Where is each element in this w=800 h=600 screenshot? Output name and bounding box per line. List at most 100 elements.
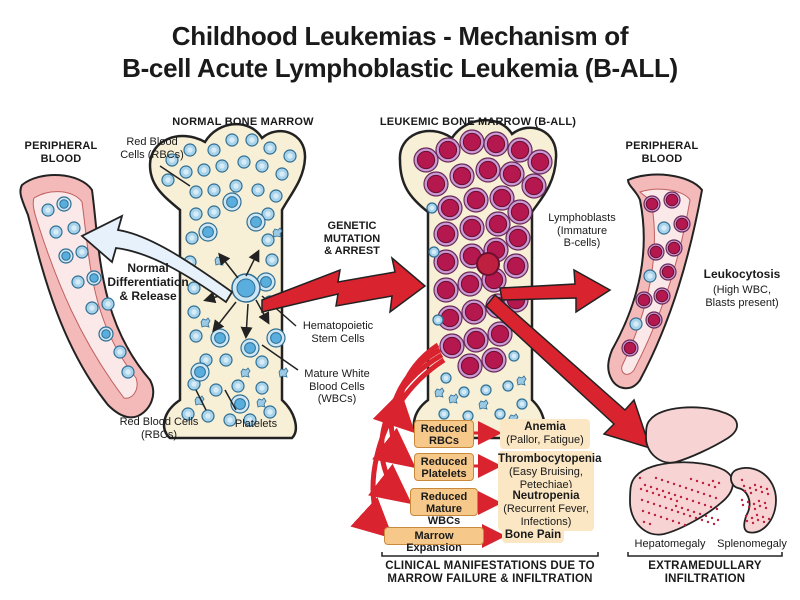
infiltration-dot xyxy=(641,509,645,513)
effect-arrows xyxy=(474,421,506,548)
red-blood-cell-center xyxy=(211,209,217,215)
red-blood-cell-center xyxy=(191,285,197,291)
infiltration-dot xyxy=(753,483,757,487)
infiltration-dot xyxy=(714,496,718,500)
infiltration-dot xyxy=(765,487,769,491)
section-brackets xyxy=(381,552,783,557)
cause-box-wbc: Reduced Mature WBCs xyxy=(410,488,478,527)
white-blood-cell-nucleus xyxy=(214,332,226,344)
infiltration-dot xyxy=(740,478,744,482)
infiltration-dot xyxy=(671,519,675,523)
infiltration-dot xyxy=(648,522,652,526)
lymphoblast-nucleus xyxy=(464,302,484,322)
cause-box-expansion: Marrow Expansion xyxy=(384,527,484,554)
title-line-1: Childhood Leukemias - Mechanism of xyxy=(171,21,629,51)
lymphoblast-nucleus xyxy=(440,308,460,328)
infiltration-dot xyxy=(698,512,702,516)
infiltration-dot xyxy=(651,491,655,495)
infiltration-dot xyxy=(690,488,694,492)
white-blood-cell-nucleus xyxy=(244,342,256,354)
peripheral-right-header: PERIPHERAL BLOOD xyxy=(625,140,699,165)
lymphoblast-nucleus xyxy=(506,256,526,276)
effect-anemia: Anemia (Pallor, Fatigue) xyxy=(500,419,590,449)
infiltration-dot xyxy=(652,502,656,506)
lymphoblast-nucleus xyxy=(675,217,689,231)
infiltration-dot xyxy=(659,515,663,519)
infiltration-dot xyxy=(764,506,768,510)
lymphoblast-nucleus xyxy=(655,289,669,303)
red-blood-cell-center xyxy=(233,183,239,189)
lymphoblast-nucleus xyxy=(484,350,504,370)
infiltration-dot xyxy=(683,523,687,527)
mature-wbc-label: Mature White Blood Cells (WBCs) xyxy=(304,368,370,406)
red-blood-cell-center xyxy=(223,357,229,363)
red-blood-cell-center xyxy=(211,147,217,153)
white-blood-cell-nucleus xyxy=(250,216,262,228)
platelet xyxy=(478,399,489,410)
infiltration-dot xyxy=(682,512,686,516)
infiltration-dot xyxy=(673,493,677,497)
red-blood-cell-center xyxy=(259,359,265,365)
infiltration-dot xyxy=(713,485,717,489)
leukocytosis-sub: (High WBC, Blasts present) xyxy=(705,284,779,309)
platelet xyxy=(200,317,211,328)
white-blood-cell-nucleus xyxy=(194,366,206,378)
effect-thrombocytopenia-title: Thrombocytopenia xyxy=(498,453,602,465)
effect-neutropenia-title: Neutropenia xyxy=(512,490,580,502)
red-blood-cell-center xyxy=(189,235,195,241)
effect-anemia-sub: (Pallor, Fatigue) xyxy=(506,434,584,447)
infiltration-dot xyxy=(694,516,698,520)
red-blood-cell-center xyxy=(79,249,85,255)
red-blood-cell-center xyxy=(229,137,235,143)
manifestation-arrows xyxy=(350,342,446,539)
lymphoblast-nucleus xyxy=(665,193,679,207)
red-blood-cell-center xyxy=(185,411,191,417)
infiltration-dot xyxy=(767,517,771,521)
infiltration-dot xyxy=(679,495,683,499)
white-blood-cell-nucleus xyxy=(226,196,238,208)
red-blood-cell-center xyxy=(505,383,511,389)
liver-enlarged xyxy=(629,461,734,536)
normal-release-arrow xyxy=(80,214,234,304)
infiltration-dot xyxy=(640,498,644,502)
red-blood-cell-center xyxy=(267,145,273,151)
effect-thrombocytopenia: Thrombocytopenia(Easy Bruising, Petechia… xyxy=(498,451,602,494)
infiltration-dot xyxy=(755,513,759,517)
infiltration-dot xyxy=(689,477,693,481)
infiltration-dot xyxy=(711,479,715,483)
red-blood-cell-center xyxy=(203,357,209,363)
red-blood-cell-center xyxy=(211,187,217,193)
lymphoblast-nucleus xyxy=(524,176,544,196)
red-blood-cell-center xyxy=(273,193,279,199)
red-blood-cell-center xyxy=(241,159,247,165)
infiltration-dot xyxy=(700,518,704,522)
infiltration-dot xyxy=(670,508,674,512)
infiltration-dot xyxy=(701,481,705,485)
white-blood-cell-nucleus xyxy=(234,398,246,410)
liver-small xyxy=(645,406,738,464)
red-blood-cell-center xyxy=(661,225,667,231)
red-blood-cell-center xyxy=(279,171,285,177)
lymphoblast-nucleus xyxy=(436,280,456,300)
leukocytosis-arrow xyxy=(499,268,612,314)
red-blood-cell-center xyxy=(497,411,503,417)
rbc-top-label: Red Blood Cells (RBCs) xyxy=(120,136,184,161)
red-blood-cell-center xyxy=(117,349,123,355)
red-blood-cell-center xyxy=(265,237,271,243)
lymphoblast-nucleus xyxy=(492,188,512,208)
lymphoblast-nucleus xyxy=(452,166,472,186)
infiltration-dot xyxy=(661,489,665,493)
infiltration-dot xyxy=(667,491,671,495)
effect-bone-pain: Bone Pain xyxy=(502,528,564,544)
infiltration-dot xyxy=(741,503,745,507)
red-blood-cell-center xyxy=(219,163,225,169)
cell-layer xyxy=(41,129,691,427)
lymphoblast-nucleus xyxy=(667,241,681,255)
red-blood-cell-center xyxy=(511,353,517,359)
lymphoblast-nucleus xyxy=(661,265,675,279)
rbc-bottom-label: Red Blood Cells (RBCs) xyxy=(119,416,199,441)
genetic-mutation-label: GENETIC MUTATION & ARREST xyxy=(323,220,381,258)
infiltration-dot xyxy=(704,514,708,518)
